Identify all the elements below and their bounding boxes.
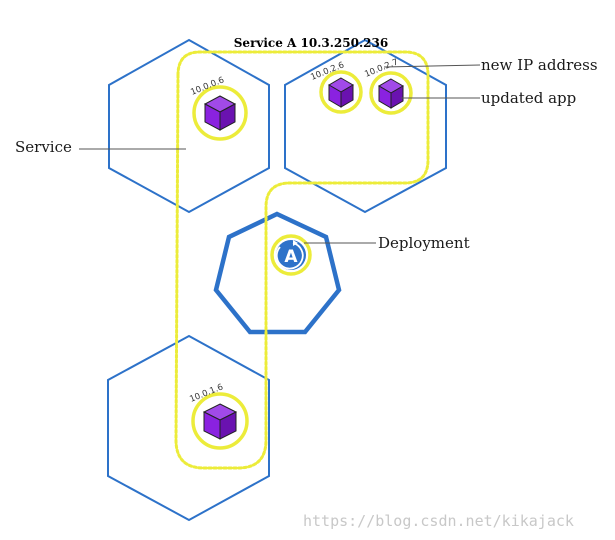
label-deployment: Deployment: [378, 234, 470, 252]
pod-cube-icon: [328, 77, 354, 108]
pod-10-0-2-7: 10.0.2.7: [363, 57, 413, 115]
pod-10-0-1-6: 10.0.1.6: [188, 382, 249, 450]
label-updated-app: updated app: [481, 89, 576, 107]
node-top-right: [284, 38, 447, 214]
label-new-ip-address: new IP address: [481, 56, 598, 74]
service-title: Service A 10.3.250.236: [234, 36, 388, 50]
node-bottom: [107, 334, 270, 522]
pod-cube-icon: [202, 403, 238, 440]
pod-10-0-2-6: 10.0.2.6: [309, 60, 363, 114]
pod-cube-icon: [378, 78, 404, 109]
pod-10-0-0-6: 10.0.0.6: [189, 75, 248, 141]
service-outline: [174, 50, 430, 470]
deployment-letter: A: [284, 247, 298, 267]
watermark: https://blog.csdn.net/kikajack: [303, 512, 574, 530]
deployment-icon: A: [270, 234, 312, 276]
label-service: Service: [15, 138, 72, 156]
pod-cube-icon: [203, 95, 237, 131]
leader-line-new-ip: [383, 64, 481, 68]
node-top-left: [108, 38, 270, 214]
deployment-node: [213, 211, 342, 335]
